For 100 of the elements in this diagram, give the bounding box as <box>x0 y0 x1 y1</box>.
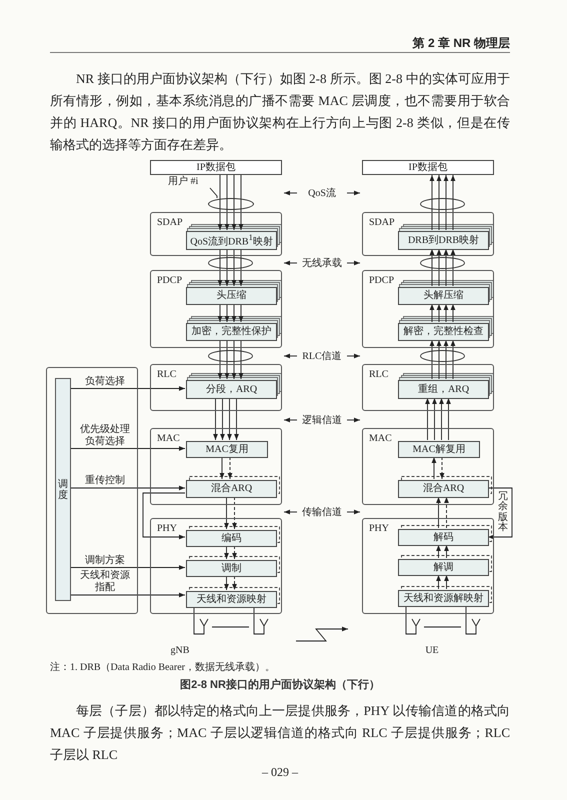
arrow <box>218 340 222 380</box>
packet-label: IP数据包 <box>196 162 236 174</box>
process-box <box>398 559 489 576</box>
antenna-icon <box>259 618 269 635</box>
process-box <box>186 231 277 250</box>
arrow <box>70 486 186 490</box>
edge-label: 负荷选择 <box>84 376 126 388</box>
arrow <box>220 456 224 480</box>
arrow <box>228 456 232 480</box>
packet-box <box>362 160 494 175</box>
channel-label: 无线承载 <box>301 256 343 270</box>
arrow <box>450 248 456 286</box>
layer-box <box>150 212 282 256</box>
footnote: 注：1. DRB（Data Radio Bearer，数据无线承载）。 <box>50 660 276 674</box>
user-label: 用户 #i <box>168 176 210 188</box>
process-box <box>398 380 489 399</box>
process-box <box>398 323 489 341</box>
arrow <box>238 340 244 380</box>
arrow <box>444 544 449 558</box>
layer-box <box>362 428 494 505</box>
arrow <box>218 304 222 322</box>
site-label: gNB <box>170 645 190 656</box>
layer-box <box>150 364 282 411</box>
process-label: QoS流到DRB$^{1}$映射 <box>190 233 273 248</box>
process-box <box>186 530 277 547</box>
layer-box <box>362 364 494 411</box>
process-box <box>186 287 277 305</box>
arrow <box>218 174 222 230</box>
arrow <box>425 398 430 440</box>
process-box <box>398 441 480 458</box>
arrow <box>232 496 237 530</box>
process-label: 天线和资源解映射 <box>404 592 484 604</box>
arrow <box>444 496 449 528</box>
arrow <box>446 398 451 440</box>
process-box <box>186 441 268 458</box>
antenna-icon <box>411 618 421 635</box>
site-label: UE <box>424 645 440 656</box>
process-box <box>398 287 489 305</box>
arrow <box>430 248 434 286</box>
arrow <box>232 576 237 590</box>
edge-label: 重传控制 <box>84 475 126 487</box>
layer-box <box>150 428 282 505</box>
connector-line <box>406 606 412 634</box>
layer-label: RLC <box>157 369 176 380</box>
packet-box <box>150 160 282 175</box>
arrow <box>436 496 441 528</box>
connector-line <box>194 606 200 634</box>
edge-label: 天线和资源指配 <box>79 570 131 594</box>
scheduler-bar <box>55 378 71 601</box>
arrow <box>450 174 456 230</box>
process-box <box>186 380 277 399</box>
arrow <box>444 174 448 230</box>
layer-label: SDAP <box>369 217 395 228</box>
layer-box <box>362 270 494 348</box>
arrow <box>450 340 456 380</box>
arrow <box>224 496 229 530</box>
arrow <box>232 340 236 380</box>
arrow <box>142 492 186 540</box>
arrow <box>232 248 236 286</box>
scheduler-label: 调度 <box>58 478 68 500</box>
edge-label: 优先级处理负荷选择 <box>79 424 131 448</box>
layer-label: MAC <box>157 433 180 444</box>
antenna-icon <box>199 618 209 635</box>
arrow <box>450 304 456 322</box>
process-box <box>186 591 277 608</box>
process-label: 天线和资源映射 <box>196 594 266 606</box>
layer-label: PHY <box>369 523 390 534</box>
process-label: 重组，ARQ <box>418 384 470 396</box>
layer-label: MAC <box>369 433 392 444</box>
arrow <box>224 340 230 380</box>
arrow <box>224 248 230 286</box>
layer-label: SDAP <box>157 217 183 228</box>
process-box <box>186 480 277 498</box>
process-label: MAC复用 <box>206 444 248 456</box>
process-box <box>186 560 277 577</box>
figure-caption: 图2-8 NR接口的用户面协议架构（下行） <box>179 678 381 692</box>
layer-box <box>362 212 494 256</box>
arrow <box>444 248 448 286</box>
process-label: 解密，完整性检查 <box>404 326 484 338</box>
arrow <box>234 398 239 440</box>
process-box <box>398 231 489 250</box>
channel-label: 逻辑信道 <box>301 414 343 427</box>
arrow <box>232 304 236 322</box>
arrow <box>70 386 186 391</box>
process-label: 调制 <box>222 562 242 574</box>
antenna-icon <box>471 618 481 635</box>
arrow <box>444 304 448 322</box>
channel-label: QoS流 <box>307 186 337 200</box>
page-number: – 029 – <box>260 765 300 780</box>
arrow <box>488 488 512 540</box>
arrow <box>436 340 442 380</box>
arrow <box>224 576 229 590</box>
arrow <box>430 304 434 322</box>
process-label: 混合ARQ <box>210 483 252 495</box>
arrow <box>430 340 434 380</box>
process-label: 头压缩 <box>216 290 246 302</box>
layer-box <box>150 518 282 614</box>
arrow <box>232 174 236 230</box>
layer-label: PDCP <box>157 275 182 286</box>
process-label: 编码 <box>222 532 242 544</box>
